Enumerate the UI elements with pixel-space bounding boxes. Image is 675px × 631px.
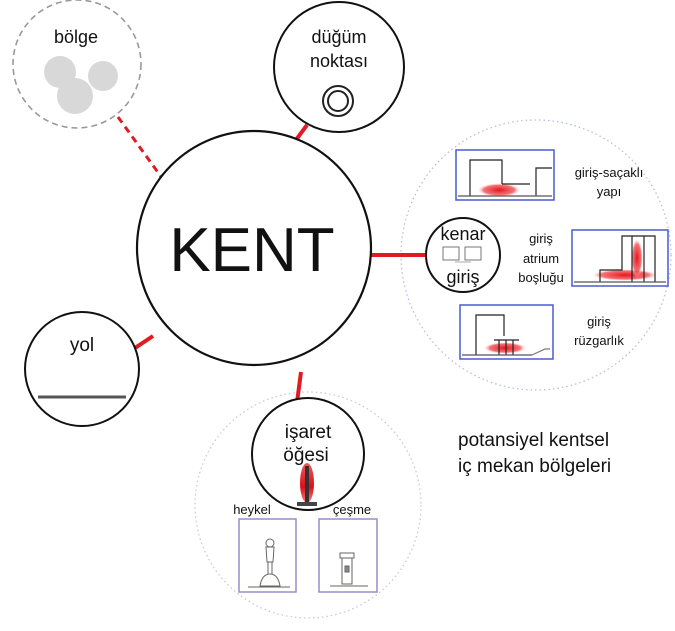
obelisk-icon xyxy=(297,463,317,506)
road-node: yol xyxy=(24,311,140,427)
node-label-line2: noktası xyxy=(310,51,368,71)
caption: potansiyel kentsel iç mekan bölgeleri xyxy=(458,428,668,480)
caption-line1: potansiyel kentsel xyxy=(458,430,610,451)
edge-label-line1: kenar xyxy=(440,224,485,244)
fountain-icon xyxy=(330,552,368,587)
landmark-node: işaret öğesi xyxy=(251,397,365,511)
statue-label: heykel xyxy=(233,502,271,517)
canopy-label-line2: yapı xyxy=(597,184,622,199)
edge-label-line2: giriş xyxy=(446,267,479,287)
concentric-circle-icon xyxy=(322,85,354,117)
canopy-label-line1: giriş-saçaklı xyxy=(575,165,644,180)
fountain-label: çeşme xyxy=(333,502,371,517)
atrium-label-line2: atrium xyxy=(523,251,559,266)
landmark-group-dotted-circle xyxy=(194,391,422,619)
fountain-frame xyxy=(318,518,378,593)
region-connector-dashed xyxy=(116,116,164,179)
atrium-label-line3: boşluğu xyxy=(518,270,564,285)
canopy-heat-spot xyxy=(477,183,521,197)
region-label: bölge xyxy=(54,27,98,47)
region-blobs-icon xyxy=(44,56,118,114)
edge-node: kenar giriş xyxy=(425,217,501,293)
atrium-label-line1: giriş xyxy=(529,231,553,246)
atrium-heat-spot-horizontal xyxy=(591,269,659,281)
statue-frame xyxy=(238,518,297,593)
caption-line2: iç mekan bölgeleri xyxy=(458,456,612,477)
windbreak-label-line2: rüzgarlık xyxy=(574,333,624,348)
region-node: bölge xyxy=(12,0,142,129)
statue-icon xyxy=(248,538,290,588)
windbreak-heat-spot xyxy=(483,342,527,354)
city-label: KENT xyxy=(169,216,334,285)
node-point-node: düğüm noktası xyxy=(273,1,405,133)
city-node: KENT xyxy=(135,129,373,367)
canopy-frame xyxy=(455,149,555,201)
entrance-icon xyxy=(442,246,482,263)
node-label-line1: düğüm xyxy=(311,27,366,47)
road-label: yol xyxy=(70,335,94,356)
atrium-frame xyxy=(571,229,669,287)
landmark-label-line1: işaret xyxy=(285,422,332,443)
windbreak-label-line1: giriş xyxy=(587,314,611,329)
windbreak-frame xyxy=(459,304,554,360)
atrium-heat-spot-vertical xyxy=(631,238,643,278)
landmark-label-line2: öğesi xyxy=(283,445,328,466)
